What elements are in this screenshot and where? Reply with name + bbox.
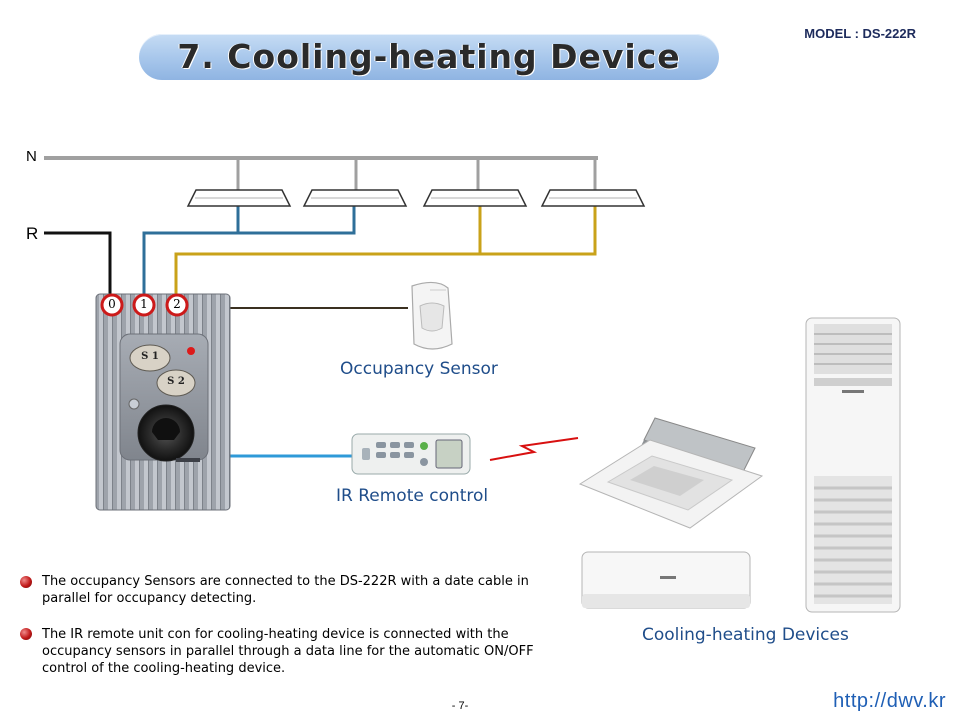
neutral-label: N xyxy=(26,148,37,165)
light-panel xyxy=(422,189,528,207)
ds-222r-controller xyxy=(95,293,231,511)
note-ir-remote: The IR remote unit con for cooling-heati… xyxy=(42,627,534,676)
return-label: R xyxy=(26,224,39,243)
light-panel xyxy=(302,189,408,207)
ceiling-cassette-ac-image xyxy=(578,417,764,529)
devices-caption: Cooling-heating Devices xyxy=(642,625,849,645)
title-banner xyxy=(139,34,719,80)
light-panel xyxy=(186,189,292,207)
wall-split-ac-image xyxy=(581,551,751,609)
model-label: MODEL : DS-222R xyxy=(804,26,916,41)
ir-remote-caption: IR Remote control xyxy=(336,486,489,506)
website-link[interactable]: http://dwv.kr xyxy=(833,690,946,712)
light-panel xyxy=(540,189,646,207)
neutral-wires xyxy=(44,156,598,192)
terminal-2-label: 2 xyxy=(173,297,181,311)
terminal-markers xyxy=(100,293,189,317)
bullet-icon xyxy=(20,628,32,640)
floor-standing-ac-image xyxy=(805,317,901,613)
ir-remote-image xyxy=(351,433,471,475)
switch-s2-label: S 2 xyxy=(167,376,185,387)
terminal-1-label: 1 xyxy=(140,297,148,311)
ir-signal-icon xyxy=(489,437,579,461)
return-wire xyxy=(44,231,112,296)
page-title: 7. Cooling-heating Device xyxy=(177,37,681,76)
occupancy-sensor-image xyxy=(411,281,453,350)
switch-s1-label: S 1 xyxy=(141,351,159,362)
terminal-0-label: 0 xyxy=(108,297,116,311)
occupancy-sensor-caption: Occupancy Sensor xyxy=(340,359,498,379)
line-1-wire xyxy=(142,206,356,296)
note-occupancy: The occupancy Sensors are connected to t… xyxy=(42,574,529,606)
page-number: - 7- xyxy=(451,700,469,712)
line-2-wire xyxy=(174,206,597,296)
bullet-icon xyxy=(20,576,32,588)
